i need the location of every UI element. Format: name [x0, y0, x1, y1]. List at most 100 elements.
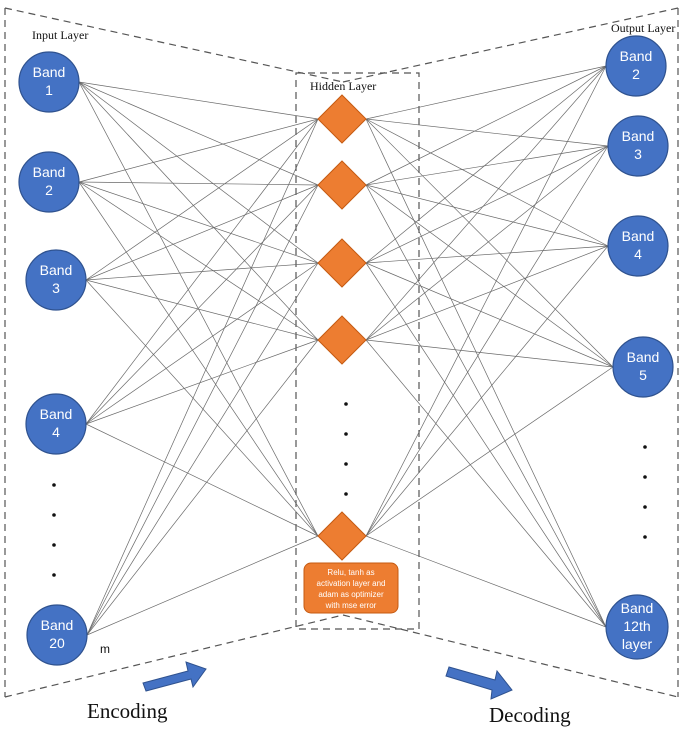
encoder-connection: [86, 339, 319, 636]
note-line: adam as optimizer: [318, 590, 384, 599]
input-node-number: 3: [52, 280, 60, 296]
input-node-label: Band: [33, 64, 66, 80]
encoder-connection: [85, 279, 319, 341]
encoder-connection: [86, 535, 319, 636]
input-ellipsis-dots: [52, 483, 56, 577]
hidden-layer-box: [295, 72, 420, 630]
decoder-connection: [365, 65, 607, 120]
input-node: Band 4: [25, 393, 87, 455]
input-nodes: Band 1 Band 2 Band 3 Band 4 Band 20: [18, 51, 88, 666]
encoder-connection: [78, 181, 319, 341]
output-node-label: Band: [622, 228, 655, 244]
output-nodes: Band 2 Band 3 Band 4 Band 5 Band 12th la…: [605, 35, 674, 660]
encoder-connection: [78, 81, 319, 120]
input-node: Band 2: [18, 151, 80, 213]
hidden-node: [317, 94, 367, 144]
decoder-connection: [365, 366, 614, 537]
encoder-connection: [86, 262, 319, 636]
encoder-connection: [85, 118, 319, 281]
input-node-number: 4: [52, 424, 60, 440]
decoder-connection: [365, 145, 609, 186]
hidden-ellipsis-dots: [344, 402, 348, 496]
encoder-connection: [78, 181, 319, 264]
encoder-connection: [85, 423, 319, 537]
decoder-connection: [365, 535, 607, 628]
input-node-number: 1: [45, 82, 53, 98]
hidden-node: [317, 160, 367, 210]
decoder-connection: [365, 262, 607, 628]
decoder-connection: [365, 65, 607, 537]
encoder-connection: [78, 81, 319, 264]
encoder-decoder-frame: [4, 7, 679, 698]
output-node: Band 12th layer: [605, 594, 669, 660]
encoder-connection: [85, 279, 319, 537]
input-node: Band 3: [25, 249, 87, 311]
decoder-connection: [365, 184, 614, 368]
input-node-number: 2: [45, 182, 53, 198]
decoder-connection: [365, 245, 609, 264]
output-node-label: Band: [621, 600, 654, 616]
hidden-layer-label: Hidden Layer: [310, 79, 376, 93]
input-node-number: 20: [49, 635, 65, 651]
decoder-connection: [365, 145, 609, 341]
note-line: Relu, tanh as: [327, 568, 374, 577]
decoder-connection: [365, 118, 614, 368]
encoder-connection: [85, 339, 319, 425]
encoder-connection: [85, 118, 319, 425]
output-node-number: 12th: [623, 618, 650, 634]
decoder-connection: [365, 145, 609, 537]
encoder-connection: [78, 81, 319, 186]
decoder-connection: [365, 245, 609, 341]
decoder-connection: [365, 118, 607, 628]
output-node-suffix: layer: [622, 636, 653, 652]
input-node: Band 20: [26, 604, 88, 666]
encoding-label: Encoding: [87, 699, 168, 723]
note-line: with mse error: [325, 601, 377, 610]
encoder-connection: [85, 184, 319, 425]
output-node: Band 2: [605, 35, 667, 97]
encoder-connection: [86, 118, 319, 636]
output-node-number: 4: [634, 246, 642, 262]
encoder-connection: [85, 262, 319, 425]
decoder-connection: [365, 262, 614, 368]
decoding-label: Decoding: [489, 703, 571, 727]
input-node: Band 1: [18, 51, 80, 113]
decoder-connection: [365, 65, 607, 341]
encoder-connection: [86, 184, 319, 636]
input-node-label: Band: [40, 262, 73, 278]
decoder-connection: [365, 65, 607, 186]
encoder-connection: [78, 181, 319, 537]
output-node-number: 5: [639, 367, 647, 383]
output-node-number: 2: [632, 66, 640, 82]
decoder-connection: [365, 184, 607, 628]
decoder-connection: [365, 65, 607, 264]
output-node-number: 3: [634, 146, 642, 162]
encoding-arrow: [142, 661, 207, 692]
hidden-node: [317, 238, 367, 288]
decoder-connection: [365, 339, 607, 628]
decoder-connection: [365, 245, 609, 537]
encoder-connection: [85, 184, 319, 281]
encoder-connection: [78, 118, 319, 183]
output-node: Band 3: [607, 115, 669, 177]
input-node-label: Band: [41, 617, 74, 633]
output-node-label: Band: [627, 349, 660, 365]
encoder-connection: [78, 181, 319, 186]
hidden-node: [317, 315, 367, 365]
decoder-connection: [365, 339, 614, 368]
input-node-label: Band: [40, 406, 73, 422]
output-node-label: Band: [620, 48, 653, 64]
hidden-node: [317, 511, 367, 561]
output-node: Band 5: [612, 336, 674, 398]
encoder-connection: [78, 81, 319, 341]
input-layer-label: Input Layer: [32, 28, 88, 42]
m-label: m: [100, 642, 110, 656]
output-node-label: Band: [622, 128, 655, 144]
hidden-nodes: [317, 94, 367, 561]
decoding-arrow: [445, 666, 513, 700]
decoder-connection: [365, 145, 609, 264]
decoder-connection: [365, 118, 609, 247]
decoder-connection: [365, 184, 609, 247]
input-node-label: Band: [33, 164, 66, 180]
